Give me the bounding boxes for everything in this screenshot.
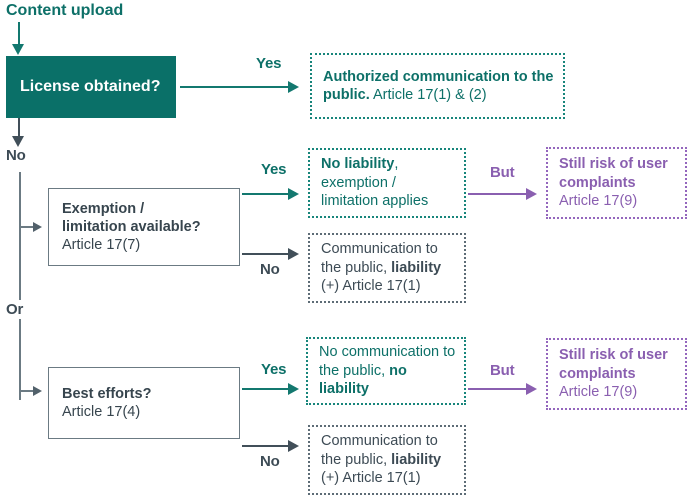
- node-exemption-limitation-text: Exemption / limitation available? Articl…: [62, 200, 201, 255]
- branch-exemption-arrow: [33, 221, 42, 232]
- edge-label-but-exemption: But: [490, 164, 515, 181]
- edge-yes-exemption-arrow: [288, 187, 299, 200]
- edge-no-license-arrow: [12, 136, 24, 147]
- edge-label-yes-license: Yes: [256, 55, 282, 72]
- node-exemption-reference: Article 17(7): [62, 237, 141, 254]
- outcome-no-communication-bold: no liability: [319, 362, 407, 398]
- edge-label-yes-exemption: Yes: [261, 161, 287, 178]
- edge-yes-best-efforts-arrow: [288, 382, 299, 395]
- node-exemption-limitation[interactable]: Exemption / limitation available? Articl…: [48, 188, 240, 266]
- edge-yes-license-line: [180, 86, 290, 88]
- edge-but-best-efforts-arrow: [526, 382, 537, 395]
- node-exemption-title: Exemption / limitation available?: [62, 200, 201, 235]
- outcome-authorized-normal: Article 17(1) & (2): [369, 87, 487, 103]
- node-best-efforts[interactable]: Best efforts? Article 17(4): [48, 367, 240, 439]
- branch-exemption-line: [21, 226, 35, 228]
- edge-but-exemption-line: [468, 193, 528, 195]
- edge-label-yes-best-efforts: Yes: [261, 361, 287, 378]
- edge-no-best-efforts-line: [242, 445, 290, 447]
- outcome-liability-top-text: Communication to the public, liability (…: [321, 240, 457, 295]
- entry-connector-arrow: [12, 44, 24, 55]
- edge-yes-license-arrow: [288, 80, 299, 93]
- outcome-liability-top-bold: liability: [391, 259, 442, 276]
- outcome-user-complaints-top-normal: Article 17(9): [559, 193, 638, 210]
- outcome-authorized-communication: Authorized communication to the public. …: [310, 53, 565, 119]
- outcome-user-complaints-top: Still risk of user complaints Article 17…: [546, 147, 687, 219]
- node-license-obtained-title: License obtained?: [20, 78, 161, 96]
- outcome-user-complaints-bottom-text: Still risk of user complaints Article 17…: [559, 346, 678, 401]
- outcome-user-complaints-top-text: Still risk of user complaints Article 17…: [559, 155, 678, 210]
- edge-no-best-efforts-arrow: [288, 439, 299, 452]
- outcome-user-complaints-top-bold: Still risk of user complaints: [559, 156, 668, 191]
- edge-label-no-exemption: No: [260, 261, 280, 278]
- outcome-user-complaints-bottom: Still risk of user complaints Article 17…: [546, 338, 687, 410]
- outcome-user-complaints-bottom-normal: Article 17(9): [559, 384, 638, 401]
- outcome-liability-top-post: (+) Article 17(1): [321, 278, 421, 295]
- outcome-liability-top: Communication to the public, liability (…: [308, 233, 466, 303]
- edge-yes-best-efforts-line: [242, 388, 290, 390]
- outcome-no-liability-normal: , exemption / limitation applies: [321, 156, 429, 210]
- outcome-no-communication-text: No communication to the public, no liabi…: [319, 343, 457, 398]
- branch-best-efforts-line: [21, 390, 35, 392]
- outcome-user-complaints-bottom-bold: Still risk of user complaints: [559, 347, 668, 382]
- node-best-efforts-title: Best efforts?: [62, 385, 152, 402]
- edge-no-exemption-line: [242, 253, 290, 255]
- node-best-efforts-reference: Article 17(4): [62, 404, 141, 420]
- entry-connector-line: [18, 22, 20, 46]
- edge-label-no-license: No: [6, 147, 26, 164]
- outcome-authorized-communication-text: Authorized communication to the public. …: [323, 68, 556, 105]
- outcome-liability-bottom-post: (+) Article 17(1): [321, 470, 421, 487]
- outcome-no-liability-bold: No liability: [321, 156, 395, 173]
- entry-label: Content upload: [6, 2, 124, 19]
- outcome-no-liability-exemption: No liability, exemption / limitation app…: [308, 148, 466, 218]
- outcome-no-liability-exemption-text: No liability, exemption / limitation app…: [321, 155, 457, 210]
- outcome-liability-bottom: Communication to the public, liability (…: [308, 425, 466, 495]
- edge-but-best-efforts-line: [468, 388, 528, 390]
- outcome-liability-bottom-pre: Communication to the public,: [321, 433, 438, 468]
- outcome-liability-bottom-text: Communication to the public, liability (…: [321, 432, 457, 487]
- edge-but-exemption-arrow: [526, 187, 537, 200]
- branch-spine-line: [19, 172, 21, 400]
- outcome-no-communication: No communication to the public, no liabi…: [306, 337, 466, 405]
- outcome-authorized-bold: Authorized communication to the public.: [323, 68, 554, 103]
- edge-label-no-best-efforts: No: [260, 453, 280, 470]
- edge-label-or: Or: [4, 300, 26, 319]
- edge-label-but-best-efforts: But: [490, 362, 515, 379]
- branch-best-efforts-arrow: [33, 385, 42, 396]
- edge-no-exemption-arrow: [288, 247, 299, 260]
- edge-no-license-line: [18, 118, 20, 138]
- outcome-liability-bottom-bold: liability: [391, 451, 442, 468]
- outcome-liability-top-pre: Communication to the public,: [321, 241, 438, 276]
- edge-yes-exemption-line: [242, 193, 290, 195]
- node-license-obtained[interactable]: License obtained?: [6, 56, 176, 118]
- outcome-no-communication-pre: No communication to the public,: [319, 344, 456, 379]
- node-best-efforts-text: Best efforts? Article 17(4): [62, 385, 151, 422]
